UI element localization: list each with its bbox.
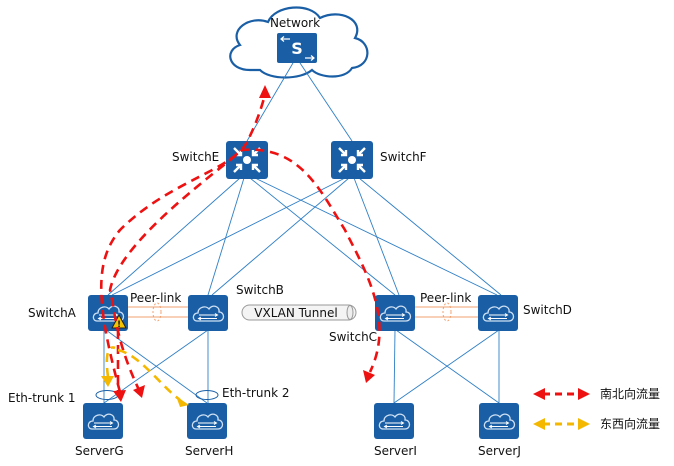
- peer-link-right-label: Peer-link: [420, 291, 471, 305]
- eth-trunk-2-ellipse: [195, 390, 219, 400]
- server-j-icon[interactable]: [479, 403, 519, 439]
- peer-link-left-label: Peer-link: [130, 291, 181, 305]
- switch-b-label: SwitchB: [236, 283, 284, 297]
- legend-north-south-label: 南北向流量: [600, 386, 660, 401]
- legend-north-south-arrow: [533, 388, 590, 400]
- switch-a-label: SwitchA: [28, 306, 77, 320]
- east-west-traffic: [101, 346, 189, 407]
- switch-c-icon[interactable]: [375, 295, 415, 331]
- switch-e-icon[interactable]: [226, 141, 268, 179]
- server-i-icon[interactable]: [374, 403, 414, 439]
- svg-text:S: S: [291, 39, 303, 58]
- peer-link-ab: [127, 302, 189, 322]
- eth-trunk-2-label: Eth-trunk 2: [222, 386, 289, 400]
- network-label: Network: [270, 16, 320, 30]
- switch-d-icon[interactable]: [478, 295, 518, 331]
- peer-link-cd: [414, 302, 478, 322]
- svg-text:!: !: [117, 320, 121, 330]
- switch-f-icon[interactable]: [331, 141, 373, 179]
- links: [103, 62, 502, 404]
- server-g-label: ServerG: [75, 444, 124, 458]
- eth-trunk-1-label: Eth-trunk 1: [8, 391, 75, 405]
- server-i-label: ServerI: [374, 444, 417, 458]
- switch-f-label: SwitchF: [380, 150, 427, 164]
- router-s-icon[interactable]: S: [277, 33, 317, 63]
- server-g-icon[interactable]: [83, 403, 123, 439]
- server-h-label: ServerH: [185, 444, 233, 458]
- vxlan-tunnel: VXLAN Tunnel: [241, 304, 357, 321]
- server-h-icon[interactable]: [187, 403, 227, 439]
- switch-d-label: SwitchD: [523, 303, 572, 317]
- switch-c-label: SwitchC: [329, 330, 377, 344]
- warning-icon: !: [111, 313, 127, 330]
- legend: 南北向流量 东西向流量: [533, 386, 660, 431]
- legend-east-west-arrow: [533, 418, 590, 430]
- switch-e-label: SwitchE: [172, 150, 219, 164]
- north-south-traffic: [99, 85, 381, 402]
- legend-east-west-label: 东西向流量: [600, 416, 660, 431]
- switch-b-icon[interactable]: [188, 295, 228, 331]
- vxlan-tunnel-label: VXLAN Tunnel: [254, 306, 337, 320]
- server-j-label: ServerJ: [478, 444, 521, 458]
